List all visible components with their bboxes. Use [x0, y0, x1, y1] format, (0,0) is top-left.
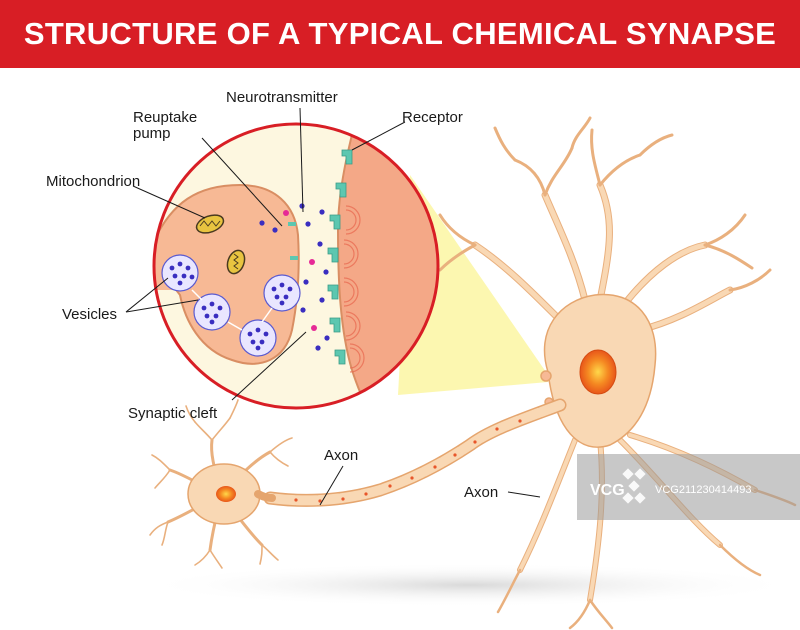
label-mitochondrion: Mitochondrion — [46, 173, 140, 190]
diagram-title: STRUCTURE OF A TYPICAL CHEMICAL SYNAPSE — [23, 16, 777, 51]
label-vesicles: Vesicles — [62, 306, 117, 323]
small-neuron — [149, 399, 293, 569]
mitochondria — [195, 214, 246, 275]
vesicles — [161, 254, 301, 357]
large-neuron — [438, 116, 797, 630]
title-banner: STRUCTURE OF A TYPICAL CHEMICAL SYNAPSE — [0, 0, 800, 68]
watermark-id-text: VCG211230414493 — [655, 484, 751, 496]
leader-lines — [125, 107, 541, 506]
large-neuron-nucleus — [579, 349, 617, 395]
small-neuron-nucleus — [216, 486, 236, 502]
watermark: VCG VCG211230414493 — [577, 454, 800, 520]
myelinated-axon — [263, 398, 567, 507]
presynaptic-terminal — [154, 183, 300, 365]
label-axon-small: Axon — [324, 447, 358, 464]
zoom-circle-border — [152, 122, 440, 410]
label-receptor: Receptor — [402, 109, 463, 126]
label-synaptic-cleft: Synaptic cleft — [128, 405, 218, 422]
label-axon-large: Axon — [464, 484, 498, 501]
vcg-logo — [622, 468, 646, 504]
neurotransmitters — [259, 203, 330, 351]
receptors — [327, 149, 353, 365]
label-neurotransmitter: Neurotransmitter — [226, 89, 338, 106]
label-reuptake-pump-2: pump — [133, 125, 171, 142]
reuptake-pumps — [288, 222, 298, 260]
zoom-cone — [398, 175, 548, 395]
floor-shadow — [140, 563, 800, 607]
watermark-logo-text: VCG — [590, 482, 625, 499]
synapse-diagram: Neurotransmitter Reuptake pump Receptor … — [46, 89, 800, 630]
label-reuptake-pump-1: Reuptake — [133, 109, 197, 126]
